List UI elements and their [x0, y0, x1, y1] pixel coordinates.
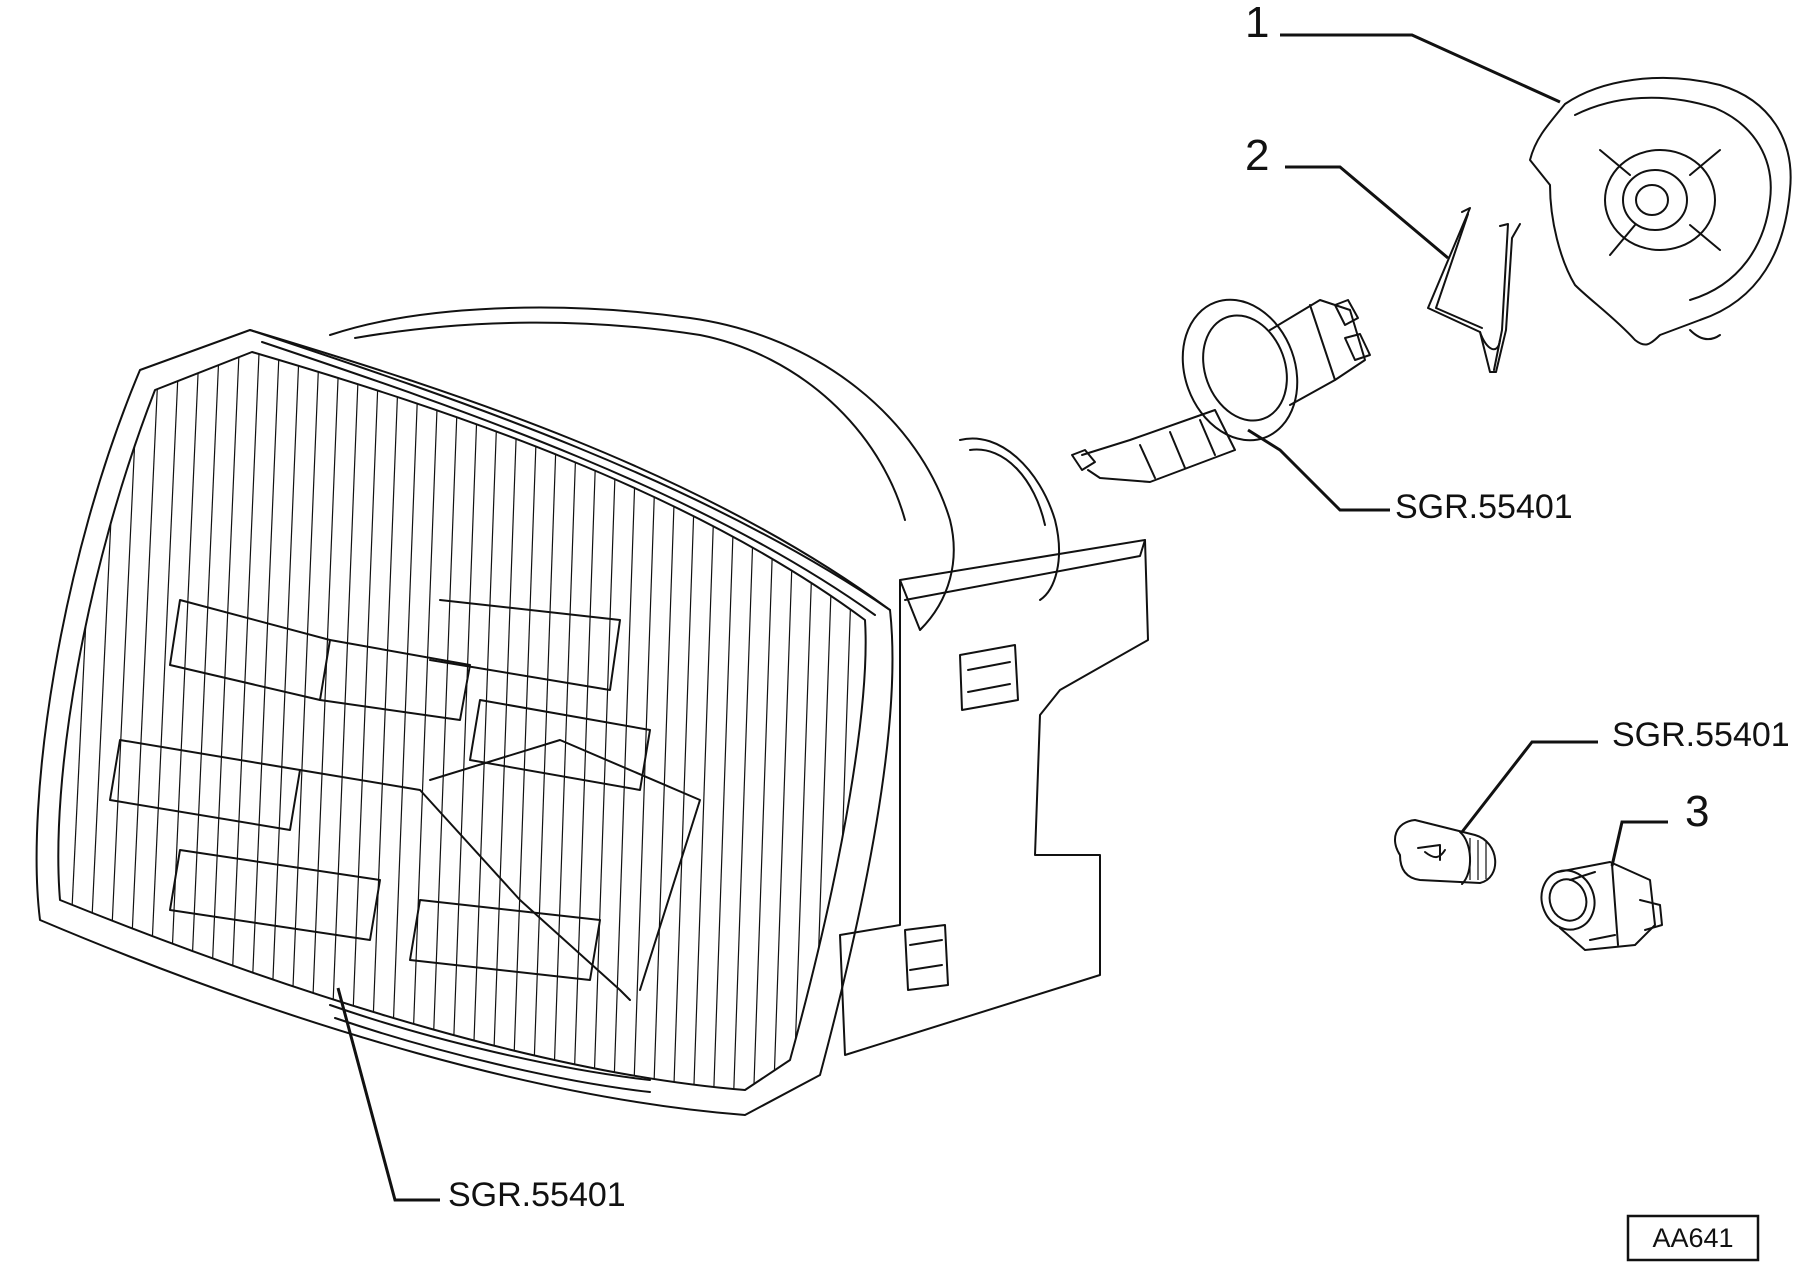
leader-1 — [1280, 33, 1561, 104]
ref-headlamp: SGR.55401 — [448, 1176, 626, 1214]
headlamp-assembly — [35, 306, 1149, 1116]
bulb-cover-cap — [1529, 76, 1792, 346]
leader-3 — [1610, 820, 1668, 867]
main-headlamp-bulb — [1071, 298, 1371, 483]
lens-ribs — [58, 352, 861, 1090]
drawing-code: AA641 — [1652, 1223, 1733, 1253]
spring-clip — [1427, 207, 1521, 373]
callout-3: 3 — [1685, 787, 1709, 836]
leader-main-bulb — [1247, 428, 1390, 512]
side-light-bulb — [1394, 819, 1497, 885]
callout-1: 1 — [1245, 0, 1269, 47]
leader-2 — [1285, 165, 1449, 260]
bulb-holder — [1540, 861, 1663, 951]
callout-2: 2 — [1245, 131, 1269, 180]
leader-small-bulb — [1460, 740, 1598, 833]
ref-small-bulb: SGR.55401 — [1612, 716, 1790, 754]
ref-main-bulb: SGR.55401 — [1395, 488, 1573, 526]
drawing-code-box — [1626, 1214, 1760, 1262]
leader-headlamp — [336, 987, 440, 1202]
leader-lines — [336, 33, 1668, 1202]
